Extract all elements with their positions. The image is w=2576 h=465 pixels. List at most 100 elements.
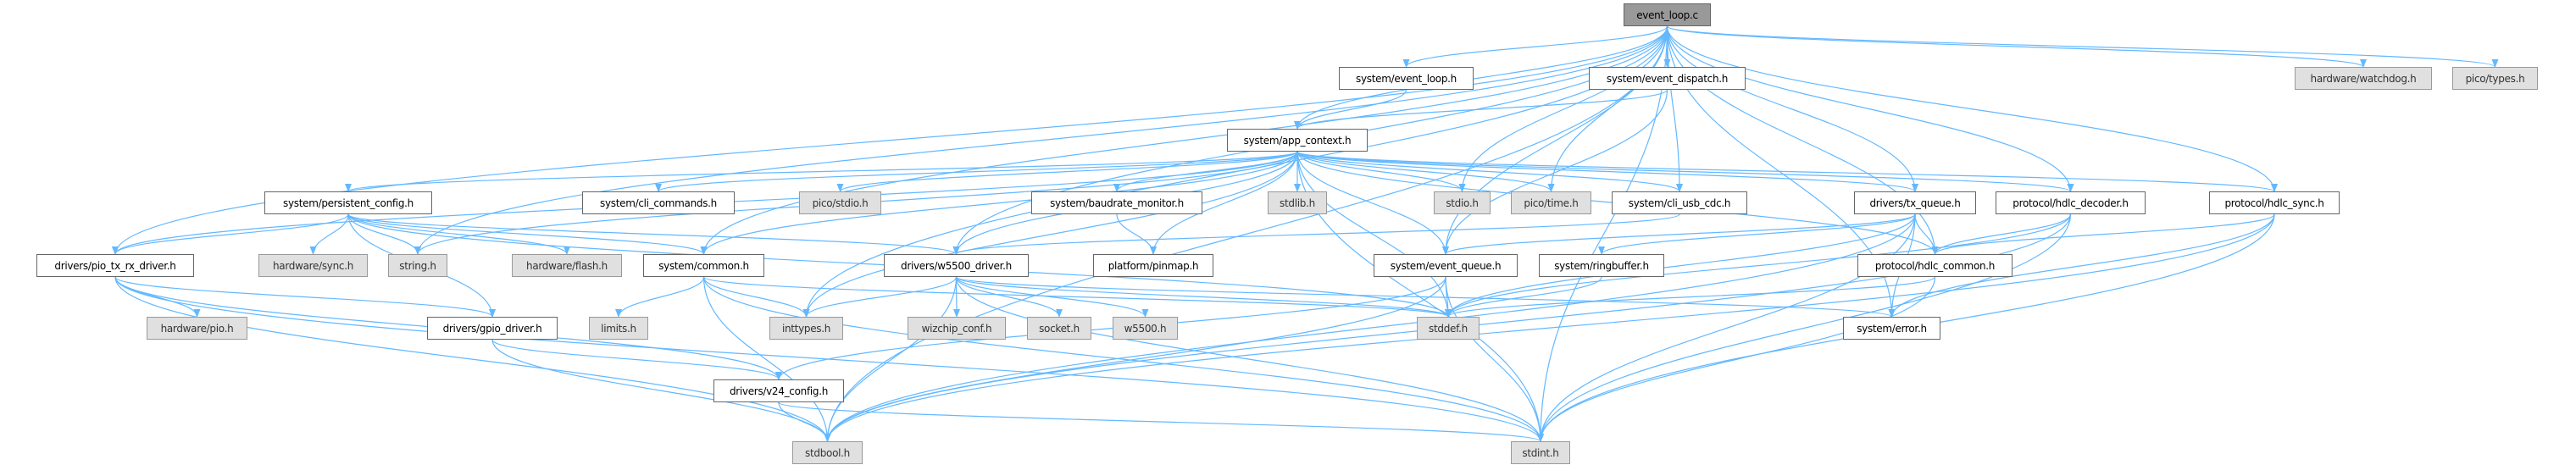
node-evq[interactable]: system/event_queue.h bbox=[1374, 254, 1518, 277]
edge-common-to-stdbool bbox=[702, 276, 831, 442]
node-picotime: pico/time.h bbox=[1511, 191, 1591, 214]
edge-root-to-stdint bbox=[1537, 25, 1668, 442]
edge-root-to-stdio bbox=[1458, 25, 1668, 192]
node-stdbool: stdbool.h bbox=[792, 441, 863, 464]
edge-hcommon-to-stdint bbox=[1537, 276, 1936, 442]
edge-pconf-to-pio bbox=[112, 213, 349, 255]
edge-txq-to-ring bbox=[1598, 213, 1916, 255]
edge-pio-to-hwpio bbox=[114, 276, 201, 318]
node-clicmd[interactable]: system/cli_commands.h bbox=[582, 191, 735, 214]
edge-w5500drv-to-w5500 bbox=[955, 276, 1149, 318]
node-gpio[interactable]: drivers/gpio_driver.h bbox=[427, 317, 558, 340]
edge-pio-to-gpio bbox=[114, 276, 496, 318]
edge-gpio-to-v24 bbox=[491, 339, 782, 380]
edge-w5500drv-to-socket bbox=[955, 276, 1063, 318]
edge-root-to-evloop bbox=[1402, 25, 1668, 68]
node-picostdio: pico/stdio.h bbox=[799, 191, 881, 214]
node-hsync[interactable]: protocol/hdlc_sync.h bbox=[2209, 191, 2340, 214]
edge-root-to-pio bbox=[112, 25, 1668, 255]
edge-evq-to-stdint bbox=[1445, 276, 1544, 442]
edge-appctx-to-hsync bbox=[1296, 151, 2278, 192]
edge-w5500drv-to-stdint bbox=[955, 276, 1544, 442]
edge-cliusb-to-w5500drv bbox=[952, 213, 1680, 255]
node-pinmap[interactable]: platform/pinmap.h bbox=[1093, 254, 1213, 277]
edge-root-to-stdbool bbox=[824, 25, 1668, 442]
edge-common-to-limits bbox=[615, 276, 705, 318]
node-w5500drv[interactable]: drivers/w5500_driver.h bbox=[884, 254, 1029, 277]
edge-hdec-to-stddef bbox=[1445, 213, 2072, 318]
edge-appctx-to-hdec bbox=[1296, 151, 2074, 192]
edge-txq-to-stdint bbox=[1537, 213, 1916, 442]
node-flash: hardware/flash.h bbox=[512, 254, 622, 277]
node-hdec[interactable]: protocol/hdlc_decoder.h bbox=[1996, 191, 2146, 214]
edge-root-to-string bbox=[414, 25, 1668, 255]
edge-txq-to-stddef bbox=[1445, 213, 1916, 318]
node-v24[interactable]: drivers/v24_config.h bbox=[713, 379, 844, 402]
edge-common-to-inttypes bbox=[702, 276, 810, 318]
edge-root-to-hcommon bbox=[1666, 25, 1939, 255]
node-txq[interactable]: drivers/tx_queue.h bbox=[1854, 191, 1976, 214]
edge-appctx-to-stddef bbox=[1296, 151, 1452, 318]
node-socket: socket.h bbox=[1027, 317, 1091, 340]
node-wizchip: wizchip_conf.h bbox=[908, 317, 1006, 340]
edge-root-to-hsync bbox=[1666, 25, 2278, 192]
node-evdisp[interactable]: system/event_dispatch.h bbox=[1589, 67, 1746, 90]
node-hcommon[interactable]: protocol/hdlc_common.h bbox=[1857, 254, 2012, 277]
node-evloop[interactable]: system/event_loop.h bbox=[1339, 67, 1474, 90]
node-stdlib: stdlib.h bbox=[1268, 191, 1327, 214]
node-stddef: stddef.h bbox=[1417, 317, 1480, 340]
node-pio[interactable]: drivers/pio_tx_rx_driver.h bbox=[36, 254, 194, 277]
node-error[interactable]: system/error.h bbox=[1843, 317, 1940, 340]
edge-root-to-hdec bbox=[1666, 25, 2074, 192]
node-stdio: stdio.h bbox=[1434, 191, 1491, 214]
node-appctx[interactable]: system/app_context.h bbox=[1227, 129, 1368, 152]
node-limits: limits.h bbox=[589, 317, 648, 340]
edge-appctx-to-evq bbox=[1296, 151, 1449, 255]
edge-evq-to-stdbool bbox=[824, 276, 1446, 442]
edge-evdisp-to-evq bbox=[1442, 89, 1668, 255]
node-stdint: stdint.h bbox=[1511, 441, 1570, 464]
node-w5500: w5500.h bbox=[1113, 317, 1178, 340]
edge-root-to-watchdog bbox=[1666, 25, 2367, 68]
node-baud[interactable]: system/baudrate_monitor.h bbox=[1031, 191, 1202, 214]
edge-appctx-to-stdio bbox=[1296, 151, 1466, 192]
edge-pio-to-stdbool bbox=[114, 276, 831, 442]
edge-gpio-to-stdbool bbox=[491, 339, 831, 442]
edge-w5500drv-to-inttypes bbox=[802, 276, 958, 318]
edge-root-to-txq bbox=[1666, 25, 1918, 192]
edge-root-to-cliusb bbox=[1666, 25, 1683, 192]
node-watchdog: hardware/watchdog.h bbox=[2295, 67, 2432, 90]
edge-appctx-to-cliusb bbox=[1296, 151, 1683, 192]
edge-v24-to-stdbool bbox=[778, 401, 831, 442]
edge-appctx-to-picotime bbox=[1296, 151, 1555, 192]
edge-common-to-stdint bbox=[702, 276, 1544, 442]
edge-pconf-to-hwsync bbox=[309, 213, 349, 255]
edge-common-to-stddef bbox=[702, 276, 1452, 318]
edge-w5500drv-to-error bbox=[955, 276, 1896, 318]
edge-appctx-to-pconf bbox=[345, 151, 1298, 192]
edge-evloop-to-appctx bbox=[1294, 89, 1407, 130]
edge-pconf-to-w5500drv bbox=[347, 213, 960, 255]
edge-hsync-to-hcommon bbox=[1931, 213, 2275, 255]
node-cliusb[interactable]: system/cli_usb_cdc.h bbox=[1612, 191, 1747, 214]
edge-txq-to-stdbool bbox=[824, 213, 1916, 442]
edge-w5500drv-to-stddef bbox=[955, 276, 1452, 318]
node-pconf[interactable]: system/persistent_config.h bbox=[264, 191, 432, 214]
node-hwsync: hardware/sync.h bbox=[258, 254, 368, 277]
edge-w5500drv-to-stdbool bbox=[824, 276, 958, 442]
edge-root-to-picotypes bbox=[1666, 25, 2499, 68]
node-root[interactable]: event_loop.c bbox=[1624, 3, 1711, 26]
edge-appctx-to-txq bbox=[1296, 151, 1918, 192]
node-inttypes: inttypes.h bbox=[769, 317, 843, 340]
edge-evdisp-to-appctx bbox=[1294, 89, 1668, 130]
edge-appctx-to-clicmd bbox=[655, 151, 1298, 192]
edge-ring-to-stddef bbox=[1445, 276, 1602, 318]
node-ring[interactable]: system/ringbuffer.h bbox=[1539, 254, 1664, 277]
edge-hsync-to-error bbox=[1888, 213, 2275, 318]
edge-pconf-to-flash bbox=[347, 213, 570, 255]
edge-hcommon-to-stddef bbox=[1445, 276, 1936, 318]
node-common[interactable]: system/common.h bbox=[643, 254, 764, 277]
edge-hdec-to-hcommon bbox=[1931, 213, 2072, 255]
